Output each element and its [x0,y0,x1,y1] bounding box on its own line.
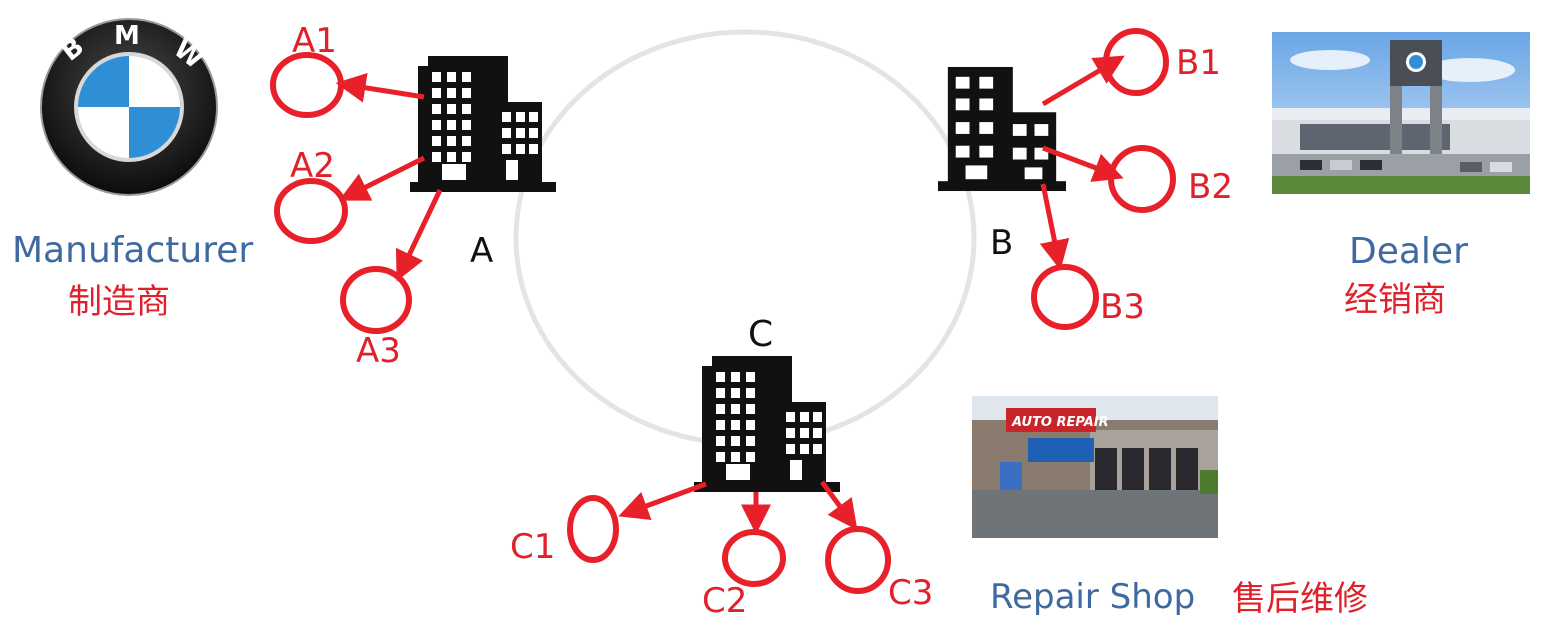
label-c1: C1 [510,527,555,567]
label-c3: C3 [888,573,933,613]
repair-shop-photo: AUTO REPAIR [972,396,1218,538]
node-b-label: B [990,223,1013,263]
arrow-b-b2 [1042,145,1124,182]
bmw-logo: B M W [40,18,218,196]
building-icon-b [938,66,1066,192]
bmw-letter-m: M [114,21,140,51]
arrow-b-b3 [1039,183,1070,271]
repair-sign-text: AUTO REPAIR [1011,415,1109,430]
circle-a3 [340,266,412,334]
manufacturer-zh-label: 制造商 [68,282,170,322]
circle-a2 [274,178,348,244]
label-a2: A2 [290,146,335,186]
label-b1: B1 [1176,43,1221,83]
arrow-c-c1 [618,481,707,521]
label-b2: B2 [1188,167,1233,207]
dealer-photo [1272,32,1530,194]
node-c-label: C [748,314,773,355]
node-a-label: A [470,231,493,271]
building-icon-a [410,56,556,192]
manufacturer-label: Manufacturer [12,230,253,271]
circle-c2 [722,529,786,587]
label-c2: C2 [702,581,747,621]
label-a1: A1 [292,21,337,61]
arrow-a-a2 [338,155,426,201]
label-b3: B3 [1100,287,1145,327]
repair-shop-label: Repair Shop [990,577,1195,617]
dealer-zh-label: 经销商 [1344,280,1446,320]
arrow-a-a3 [395,188,443,282]
label-a3: A3 [356,331,401,371]
arrow-b-b1 [1041,55,1125,107]
arrow-a-a1 [335,72,425,103]
circle-b3 [1031,264,1099,330]
arrow-c-c3 [819,480,858,531]
repair-shop-zh-label: 售后维修 [1232,579,1368,619]
circle-c1 [567,495,619,563]
building-icon-c [694,356,840,492]
circle-b1 [1103,28,1169,96]
circle-b2 [1108,145,1176,213]
dealer-label: Dealer [1349,231,1468,272]
circle-c3 [825,526,891,594]
circle-a1 [270,52,344,118]
